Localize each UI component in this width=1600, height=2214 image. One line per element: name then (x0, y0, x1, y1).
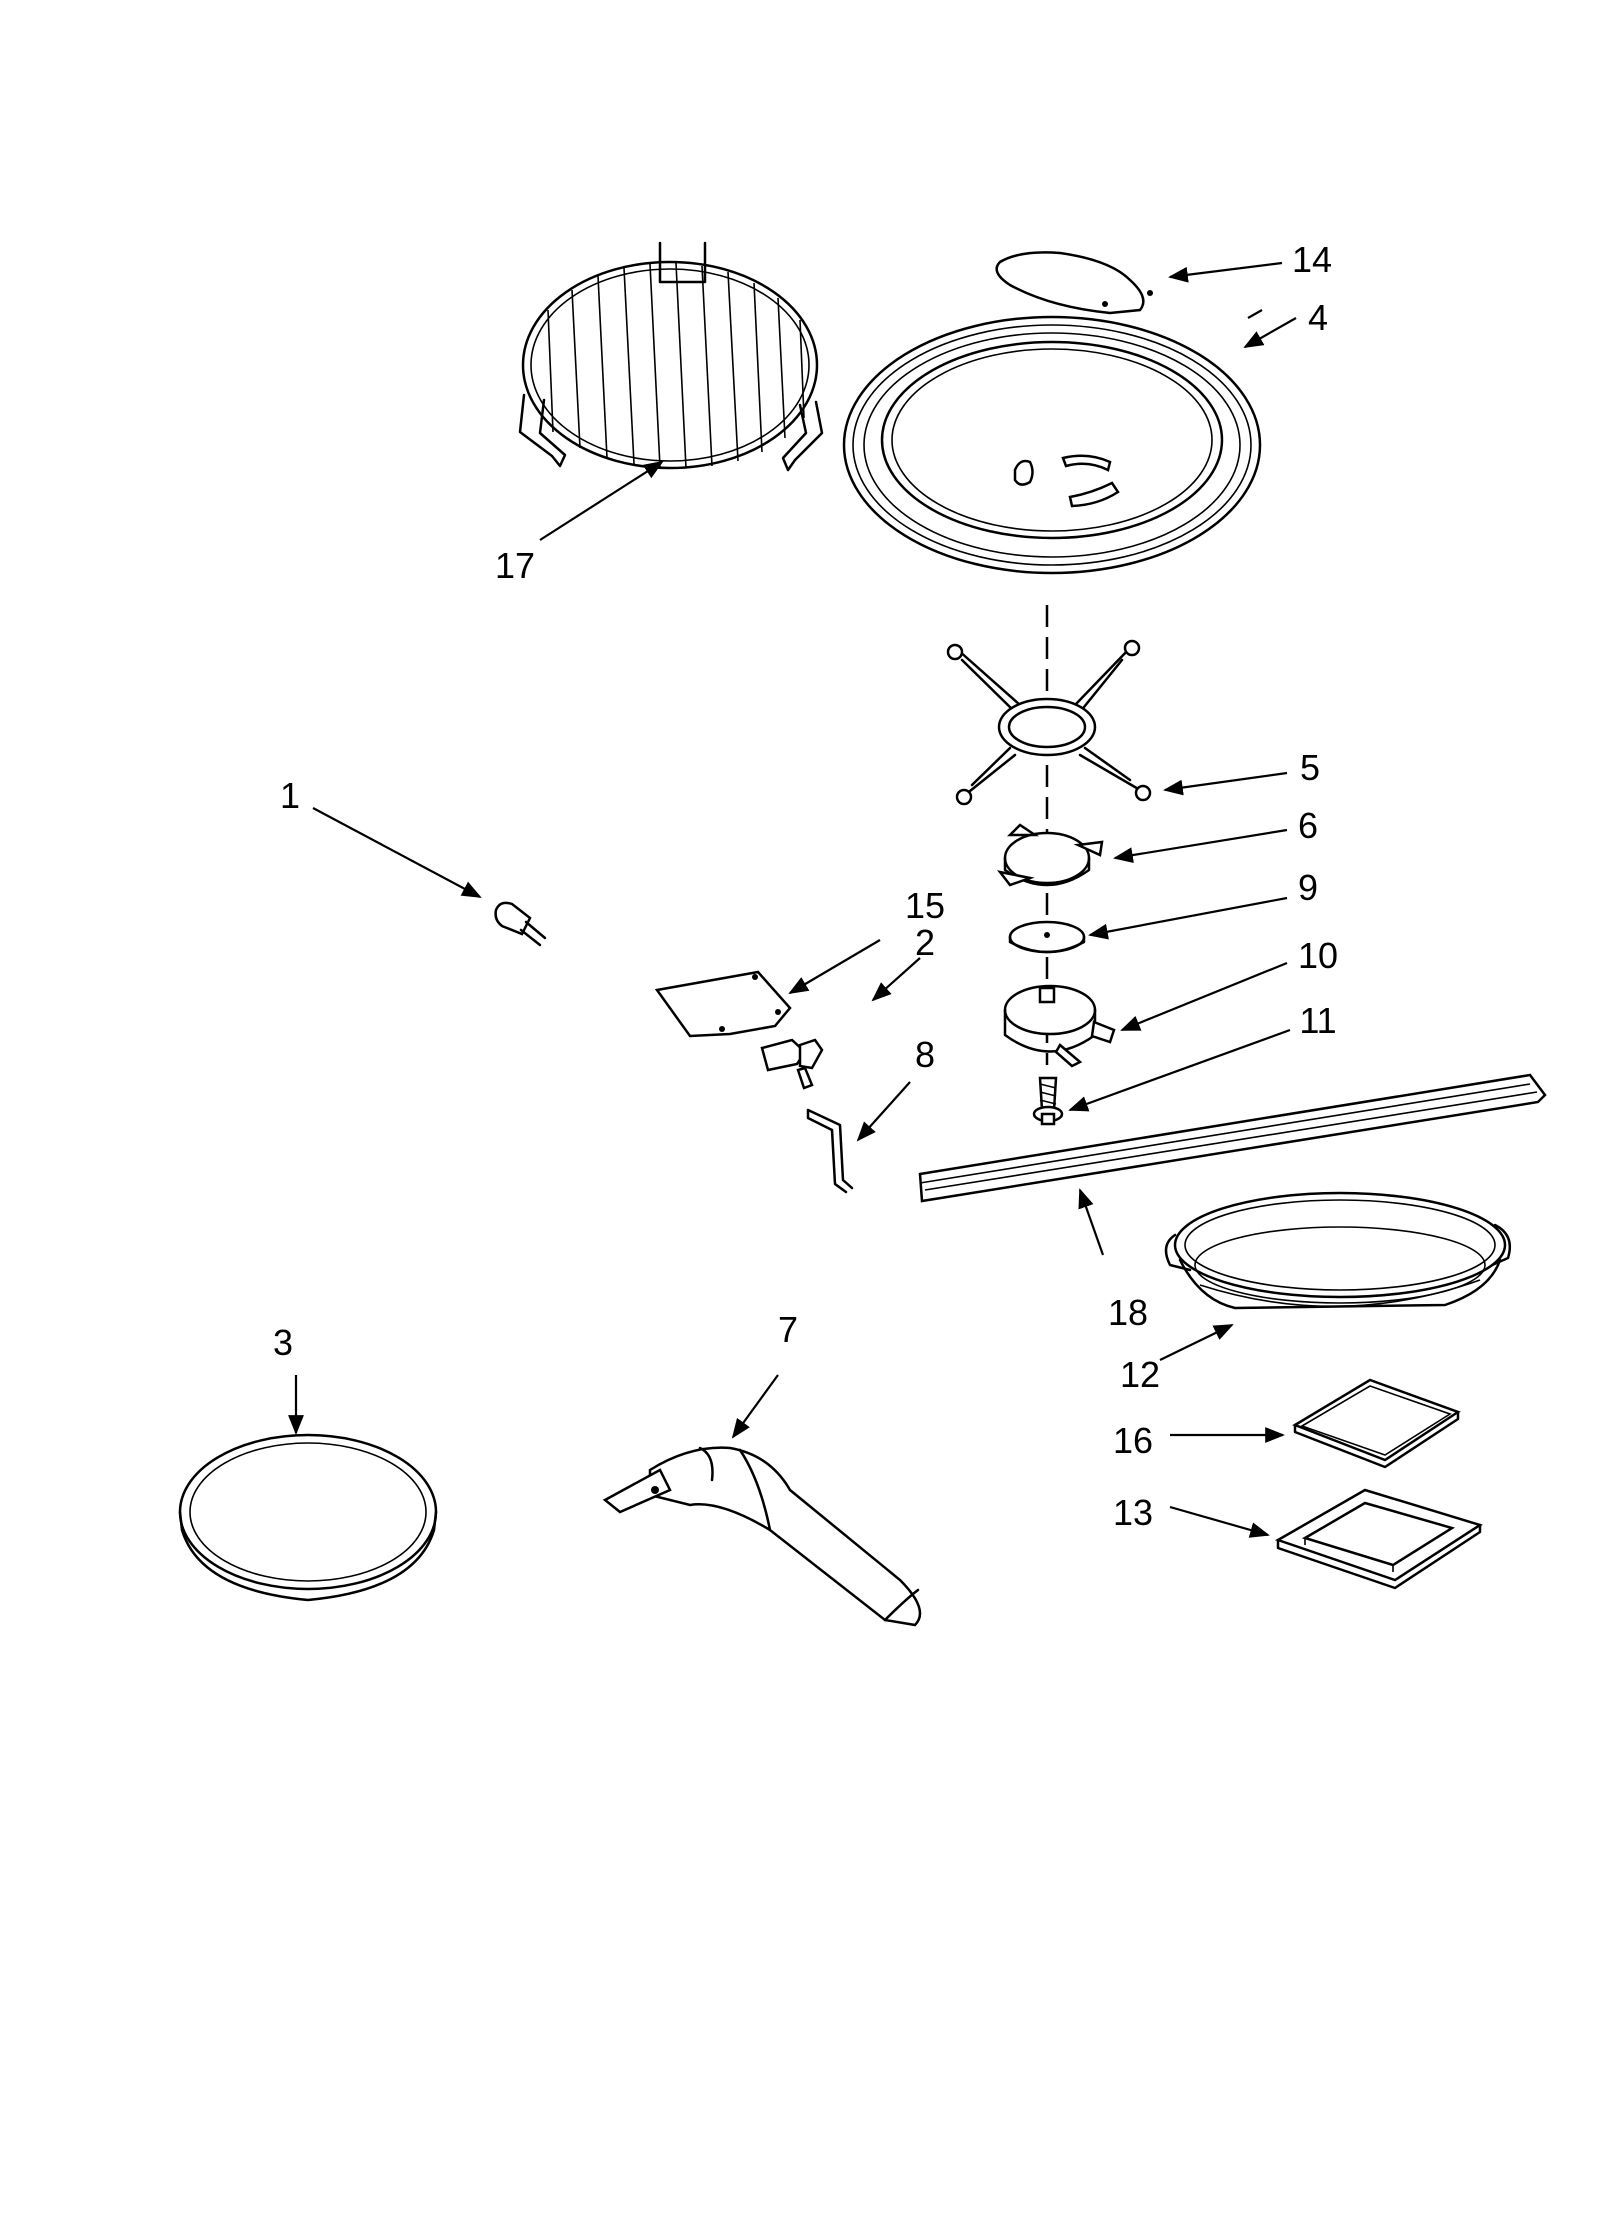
callout-3: 3 (273, 1322, 293, 1363)
callout-11: 11 (1299, 1000, 1336, 1041)
callout-6: 6 (1298, 805, 1318, 846)
part-16-filter-pad (1292, 1378, 1461, 1469)
leader-4-line (1247, 309, 1263, 319)
leader-1 (312, 807, 482, 898)
leader-11 (1068, 1028, 1291, 1112)
part-4-turntable-tray (842, 315, 1262, 575)
leader-14 (1168, 261, 1283, 283)
callout-2: 2 (915, 922, 935, 963)
part-9-washer (1008, 920, 1086, 954)
callout-16: 16 (1113, 1420, 1153, 1461)
part-14-cover (995, 251, 1153, 315)
leader-10 (1120, 961, 1288, 1032)
callout-12: 12 (1120, 1354, 1160, 1395)
part-13-filter-frame (1274, 1488, 1483, 1590)
part-3-round-pan (178, 1433, 438, 1602)
part-6-coupler (996, 823, 1104, 887)
part-11-screw (1032, 1076, 1064, 1126)
leader-6 (1113, 828, 1288, 863)
callout-17: 17 (495, 545, 535, 586)
callout-8: 8 (915, 1034, 935, 1075)
part-8-bracket (806, 1108, 854, 1194)
leader-9 (1088, 896, 1288, 940)
callout-14: 14 (1292, 239, 1332, 280)
part-10-motor (1003, 984, 1116, 1068)
leader-8 (856, 1081, 911, 1142)
callout-7: 7 (778, 1309, 798, 1350)
part-5-roller-support (946, 639, 1152, 806)
callout-15: 15 (905, 885, 945, 926)
leader-arrows (288, 261, 1297, 1538)
part-2-lamp-socket (760, 1038, 824, 1090)
leader-18 (1078, 1188, 1105, 1256)
leader-5 (1163, 771, 1288, 796)
leader-4 (1243, 317, 1297, 348)
callout-10: 10 (1298, 935, 1338, 976)
callout-18: 18 (1108, 1292, 1148, 1333)
callout-9: 9 (1298, 867, 1318, 908)
part-1-bulb (494, 901, 547, 947)
leader-17 (539, 460, 664, 541)
callout-5: 5 (1300, 747, 1320, 788)
part-15-cover-plate (654, 970, 792, 1038)
part-17-wire-rack (518, 241, 824, 472)
part-7-handle (602, 1446, 922, 1627)
leader-13 (1169, 1505, 1270, 1538)
callout-1: 1 (280, 775, 300, 816)
callout-4: 4 (1308, 297, 1328, 338)
callout-labels: 1 2 3 4 5 6 7 8 9 10 11 12 13 14 15 16 1… (273, 239, 1338, 1533)
part-18-trim-strip (918, 1073, 1547, 1203)
leader-15 (788, 939, 881, 995)
leader-7 (731, 1374, 779, 1439)
callout-13: 13 (1113, 1492, 1153, 1533)
part-12-oval-dish (1164, 1191, 1512, 1310)
leader-12 (1159, 1324, 1234, 1361)
leader-2 (871, 957, 921, 1002)
